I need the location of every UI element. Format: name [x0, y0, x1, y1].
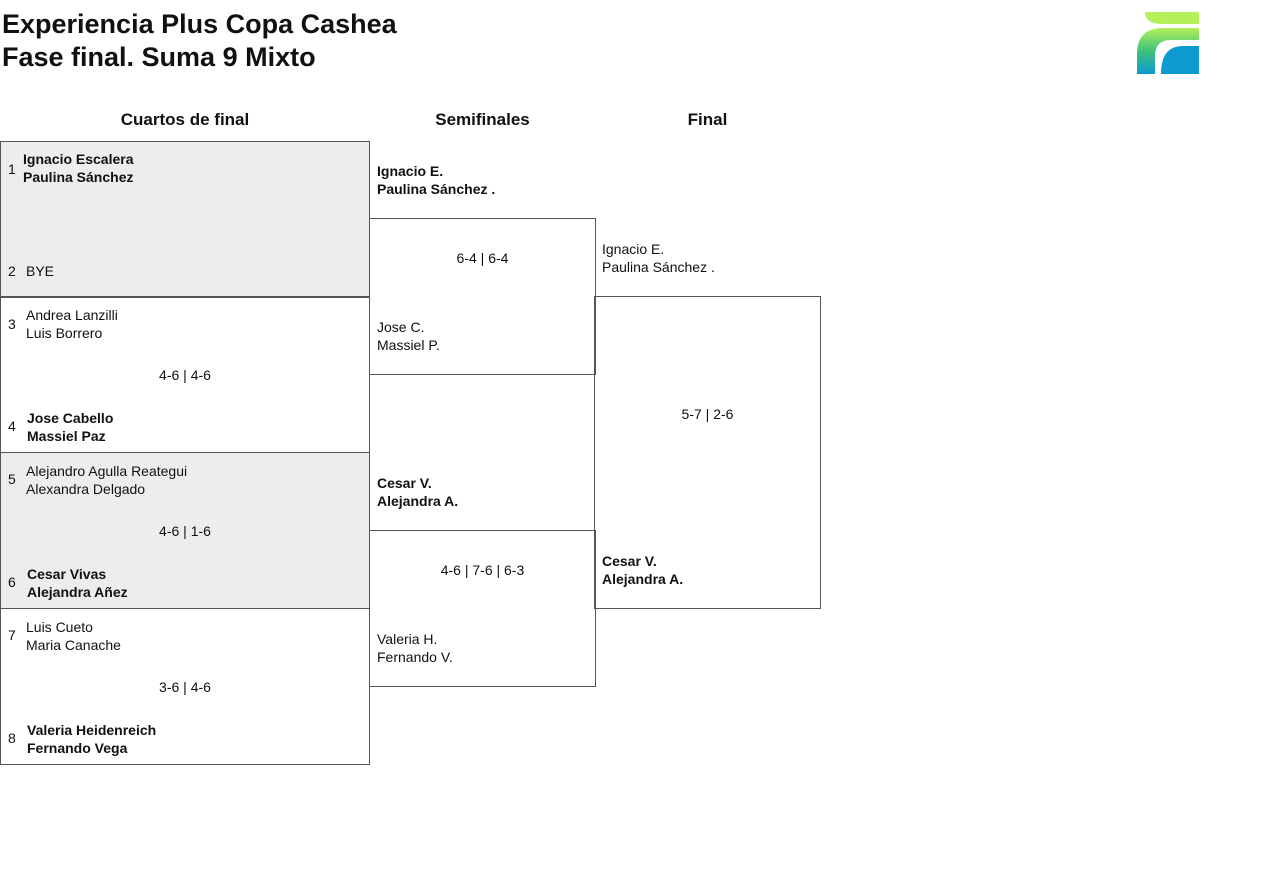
column-header-final: Final [687, 110, 728, 129]
semifinal-2-team-bottom: Valeria H. Fernando V. [377, 630, 453, 666]
seed-number: 8 [8, 730, 16, 746]
seed-number: 7 [8, 627, 16, 643]
seed-number: 6 [8, 574, 16, 590]
player-name: Alexandra Delgado [26, 481, 146, 497]
team-bottom: Valeria Heidenreich Fernando Vega [27, 721, 156, 757]
player-name: Alejandro Agulla Reategui [26, 463, 188, 479]
column-header-semifinals: Semifinales [435, 110, 530, 129]
player-name: Valeria H. [377, 631, 438, 647]
seed-number: 4 [8, 418, 16, 434]
player-name: Paulina Sánchez [23, 169, 134, 185]
seed-number: 5 [8, 471, 16, 487]
column-header-quarterfinals: Cuartos de final [120, 110, 250, 129]
player-name: Maria Canache [26, 637, 121, 653]
player-name: Ignacio E. [602, 241, 665, 257]
brand-logo-icon [1137, 12, 1199, 74]
match-score: 3-6 | 4-6 [159, 679, 211, 695]
player-name: Paulina Sánchez . [602, 259, 715, 275]
final-team-bottom: Cesar V. Alejandra A. [602, 552, 683, 588]
match-score: 4-6 | 4-6 [159, 367, 211, 383]
player-name: Paulina Sánchez . [377, 181, 496, 197]
player-name: Massiel Paz [27, 428, 106, 444]
player-name: Fernando Vega [27, 740, 128, 756]
final-team-top: Ignacio E. Paulina Sánchez . [602, 240, 715, 276]
player-name: Fernando V. [377, 649, 453, 665]
team-bottom: BYE [26, 262, 54, 280]
player-name: Ignacio E. [377, 163, 444, 179]
match-score: 4-6 | 1-6 [159, 523, 211, 539]
team-top: Andrea Lanzilli Luis Borrero [26, 306, 118, 342]
player-name: Luis Borrero [26, 325, 103, 341]
player-name: Jose C. [377, 319, 425, 335]
quarterfinal-match-3: 5 Alejandro Agulla Reategui Alexandra De… [0, 452, 370, 609]
quarterfinal-match-1: 1 Ignacio Escalera Paulina Sánchez 2 BYE [0, 141, 370, 298]
player-name: Cesar V. [602, 553, 657, 569]
quarterfinal-match-2: 3 Andrea Lanzilli Luis Borrero 4-6 | 4-6… [0, 296, 370, 453]
player-name: Alejandra A. [602, 571, 684, 587]
semifinal-match-1: 6-4 | 6-4 Jose C. Massiel P. [369, 218, 596, 375]
player-name: Cesar Vivas [27, 566, 107, 582]
page-title: Experiencia Plus Copa Cashea [2, 9, 397, 39]
player-name: Ignacio Escalera [23, 151, 134, 167]
player-name: Luis Cueto [26, 619, 93, 635]
player-name: BYE [26, 263, 55, 279]
semifinal-2-team-top: Cesar V. Alejandra A. [377, 474, 458, 510]
team-bottom: Jose Cabello Massiel Paz [27, 409, 113, 445]
player-name: Alejandra Añez [27, 584, 128, 600]
player-name: Valeria Heidenreich [27, 722, 157, 738]
page-subtitle: Fase final. Suma 9 Mixto [2, 42, 316, 72]
seed-number: 1 [8, 161, 16, 177]
player-name: Cesar V. [377, 475, 432, 491]
team-top: Alejandro Agulla Reategui Alexandra Delg… [26, 462, 187, 498]
semifinal-1-team-bottom: Jose C. Massiel P. [377, 318, 440, 354]
seed-number: 3 [8, 316, 16, 332]
match-score: 6-4 | 6-4 [456, 250, 509, 266]
team-top: Ignacio Escalera Paulina Sánchez [23, 150, 134, 186]
player-name: Massiel P. [377, 337, 440, 353]
quarterfinal-match-4: 7 Luis Cueto Maria Canache 3-6 | 4-6 8 V… [0, 608, 370, 765]
team-bottom: Cesar Vivas Alejandra Añez [27, 565, 128, 601]
match-score: 4-6 | 7-6 | 6-3 [440, 562, 525, 578]
semifinal-1-team-top: Ignacio E. Paulina Sánchez . [377, 162, 495, 198]
seed-number: 2 [8, 263, 16, 279]
team-top: Luis Cueto Maria Canache [26, 618, 121, 654]
semifinal-match-2: 4-6 | 7-6 | 6-3 Valeria H. Fernando V. [369, 530, 596, 687]
final-match: 5-7 | 2-6 Cesar V. Alejandra A. [594, 296, 821, 609]
match-score: 5-7 | 2-6 [681, 406, 734, 422]
player-name: Andrea Lanzilli [26, 307, 118, 323]
player-name: Jose Cabello [27, 410, 114, 426]
player-name: Alejandra A. [377, 493, 459, 509]
